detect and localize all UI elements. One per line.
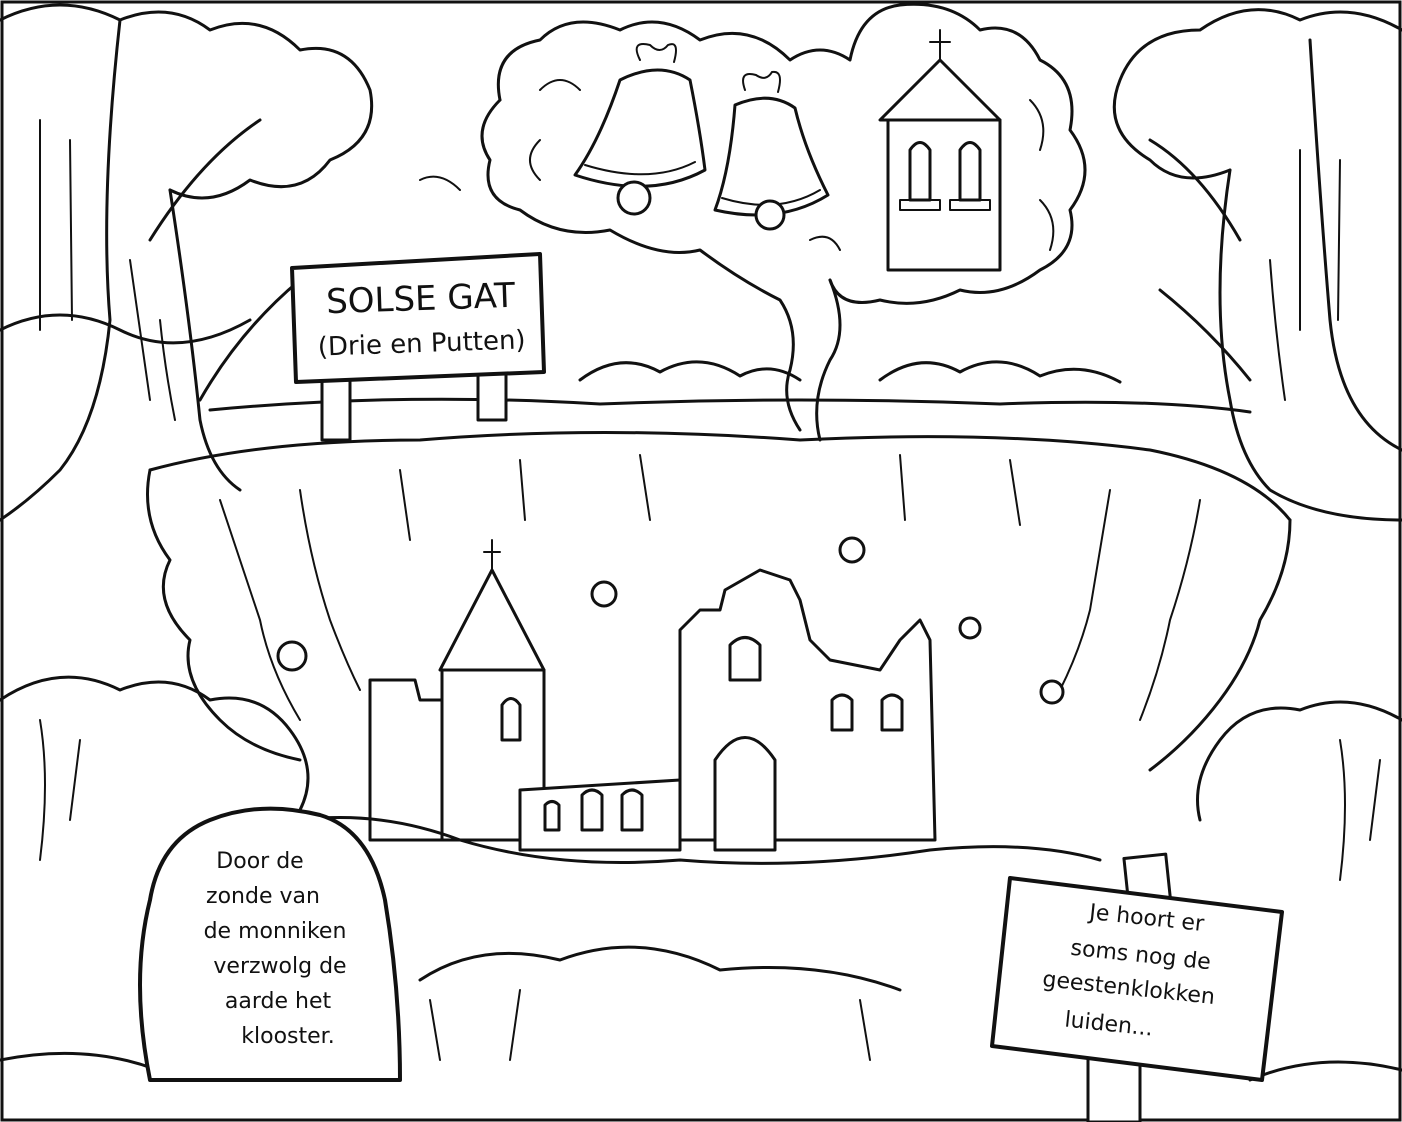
ruined-monastery (368, 539, 937, 852)
foreground-foliage (0, 675, 1402, 1082)
stone-text-line-4: verzwolg de (213, 954, 346, 979)
sinkhole-crater (146, 431, 1292, 772)
stone-text-line-3: de monniken (204, 919, 347, 944)
left-tree (0, 3, 374, 522)
stone-text-line-2: zonde van (206, 884, 320, 909)
signpost-line-1: SOLSE GAT (326, 276, 516, 323)
memorial-stone: Door de zonde van de monniken verzwolg d… (138, 806, 402, 1082)
signpost-solse-gat: SOLSE GAT (Drie en Putten) (290, 252, 546, 442)
stone-text-line-6: klooster. (241, 1024, 334, 1049)
stone-text-line-5: aarde het (225, 989, 332, 1014)
signpost-line-2: (Drie en Putten) (317, 325, 526, 362)
ghost-smoke-cloud (419, 2, 1087, 442)
background-forest (0, 119, 1341, 414)
ghost-church-tower (878, 29, 1002, 272)
bell-icon-right (713, 70, 830, 231)
wooden-warning-board: Je hoort er soms nog de geestenklokken l… (990, 852, 1284, 1122)
stone-text-line-1: Door de (216, 849, 303, 874)
bell-icon-left (573, 43, 707, 216)
right-tree (1112, 8, 1402, 522)
